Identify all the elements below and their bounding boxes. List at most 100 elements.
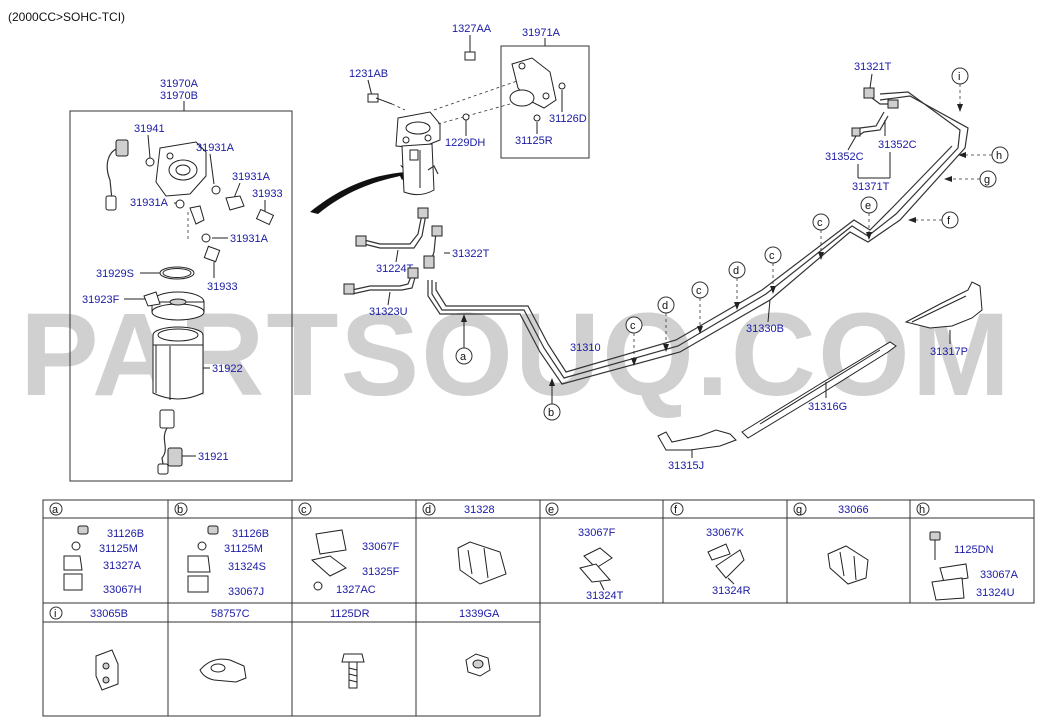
part-label-31224t[interactable]: 31224T xyxy=(376,263,414,275)
legend-cell-g[interactable]: g 33066 xyxy=(793,502,869,585)
legend-cell-f[interactable]: f 33067K 31324R xyxy=(670,502,751,597)
callout-e[interactable]: e xyxy=(860,196,878,240)
part-label-31352c-left[interactable]: 31352C xyxy=(825,151,864,163)
part-label-31922[interactable]: 31922 xyxy=(212,363,243,375)
legend-cell-e[interactable]: e 33067F 31324T xyxy=(545,502,624,602)
callout-c-4[interactable]: c xyxy=(812,213,830,260)
part-label-31941[interactable]: 31941 xyxy=(134,123,165,135)
callout-f[interactable]: f xyxy=(908,211,959,229)
callout-d-1[interactable]: d xyxy=(657,296,675,352)
callout-c-1[interactable]: c xyxy=(625,316,643,366)
hose-31323u-part[interactable] xyxy=(343,267,419,295)
part-label-31933-top[interactable]: 31933 xyxy=(252,188,283,200)
svg-text:b: b xyxy=(548,407,554,419)
legend-58757c-title: 58757C xyxy=(211,608,250,620)
part-label-31371t[interactable]: 31371T xyxy=(852,181,890,193)
legend-cell-i[interactable]: i 33065B xyxy=(49,606,128,691)
part-label-1327aa[interactable]: 1327AA xyxy=(452,23,492,35)
legend-f-part-1: 33067K xyxy=(706,527,745,539)
filter-head-part[interactable] xyxy=(155,141,207,197)
svg-text:a: a xyxy=(52,504,59,516)
hose-31321t-part[interactable] xyxy=(863,87,899,109)
bracket-31317p-part[interactable] xyxy=(904,281,983,329)
bolt-1231ab-part[interactable] xyxy=(367,93,393,105)
filter-heater-part[interactable] xyxy=(157,409,183,475)
part-label-31931a-right[interactable]: 31931A xyxy=(232,171,271,183)
part-label-31315j[interactable]: 31315J xyxy=(668,460,704,472)
part-label-31330b[interactable]: 31330B xyxy=(746,323,784,335)
svg-text:f: f xyxy=(674,504,678,516)
svg-text:g: g xyxy=(796,504,802,516)
svg-text:e: e xyxy=(865,200,871,212)
callout-d-2[interactable]: d xyxy=(728,261,746,310)
part-label-1229dh[interactable]: 1229DH xyxy=(445,137,485,149)
part-label-31931a-left[interactable]: 31931A xyxy=(130,197,169,209)
part-label-31933-bottom[interactable]: 31933 xyxy=(207,281,238,293)
legend-1125dr-title: 1125DR xyxy=(330,608,370,620)
callout-a[interactable]: a xyxy=(455,314,473,365)
callout-g[interactable]: g xyxy=(944,170,997,188)
legend-cell-b[interactable]: b 31126B 31125M 31324S 33067J xyxy=(174,502,269,598)
o-ring-part[interactable] xyxy=(159,266,195,280)
part-label-31923f[interactable]: 31923F xyxy=(82,294,120,306)
legend-cell-58757c[interactable]: 58757C xyxy=(199,608,250,683)
part-label-31323u[interactable]: 31323U xyxy=(369,306,408,318)
callout-b[interactable]: b xyxy=(543,378,561,421)
svg-text:d: d xyxy=(662,300,668,312)
svg-text:c: c xyxy=(696,285,702,297)
part-label-31321t[interactable]: 31321T xyxy=(854,61,892,73)
part-label-31931a-top[interactable]: 31931A xyxy=(196,142,235,154)
svg-text:c: c xyxy=(817,217,823,229)
part-label-31126d[interactable]: 31126D xyxy=(549,113,587,125)
legend-cell-c[interactable]: c 33067F 31325F 1327AC xyxy=(298,502,400,596)
legend-cell-1125dr[interactable]: 1125DR xyxy=(330,608,370,689)
filter-assembly-box xyxy=(69,110,293,482)
part-label-1231ab[interactable]: 1231AB xyxy=(349,68,388,80)
legend-cell-a[interactable]: a 31126B 31125M 31327A 33067H xyxy=(49,502,144,596)
svg-text:d: d xyxy=(733,265,739,277)
part-label-31317p[interactable]: 31317P xyxy=(930,346,968,358)
legend-h-part-1: 1125DN xyxy=(954,544,994,556)
hose-31224t-part[interactable] xyxy=(355,207,429,249)
part-label-31352c-right[interactable]: 31352C xyxy=(878,139,917,151)
callout-c-2[interactable]: c xyxy=(691,281,709,334)
part-label-31310[interactable]: 31310 xyxy=(570,342,601,354)
filter-cap-part[interactable] xyxy=(143,291,205,321)
svg-text:e: e xyxy=(548,504,554,516)
hose-31322t-part[interactable] xyxy=(423,225,443,269)
part-label-31322t[interactable]: 31322T xyxy=(452,248,490,260)
filter-assembly-label-2[interactable]: 31970B xyxy=(160,90,198,102)
legend-c-part-3: 1327AC xyxy=(336,584,376,596)
filter-cartridge-part[interactable] xyxy=(152,326,204,400)
legend-c-part-2: 31325F xyxy=(362,566,400,578)
filter-housing-part[interactable] xyxy=(395,111,441,196)
legend-d-title: 31328 xyxy=(464,504,495,516)
svg-text:i: i xyxy=(54,608,56,620)
filter-assembly-label-1[interactable]: 31970A xyxy=(160,78,199,90)
legend-a-part-2: 31125M xyxy=(99,543,138,555)
callout-i[interactable]: i xyxy=(951,67,969,112)
callout-c-3[interactable]: c xyxy=(764,246,782,294)
nut-1327aa-part[interactable] xyxy=(464,51,476,61)
hose-31352c-part[interactable] xyxy=(851,111,889,137)
water-sensor-part[interactable] xyxy=(105,139,129,211)
part-label-31316g[interactable]: 31316G xyxy=(808,401,847,413)
part-label-31125r[interactable]: 31125R xyxy=(515,135,553,147)
bracket-31316g-part[interactable] xyxy=(741,341,897,439)
part-label-31971a[interactable]: 31971A xyxy=(522,27,561,39)
legend-a-part-1: 31126B xyxy=(107,528,144,540)
legend-cell-h[interactable]: h 1125DN 33067A 31324U xyxy=(916,502,1019,601)
part-label-31931a-bottom[interactable]: 31931A xyxy=(230,233,269,245)
legend-cell-1339ga[interactable]: 1339GA xyxy=(459,608,500,677)
callout-h[interactable]: h xyxy=(958,146,1009,164)
svg-text:f: f xyxy=(947,215,951,227)
legend-cell-d[interactable]: d 31328 xyxy=(422,502,507,585)
svg-text:i: i xyxy=(958,71,960,83)
bracket-31315j-part[interactable] xyxy=(657,429,737,451)
bracket-31971a-part[interactable] xyxy=(509,57,557,109)
part-label-31929s[interactable]: 31929S xyxy=(96,268,134,280)
legend-i-title: 33065B xyxy=(90,608,128,620)
svg-text:c: c xyxy=(769,250,775,262)
part-label-31921[interactable]: 31921 xyxy=(198,451,229,463)
